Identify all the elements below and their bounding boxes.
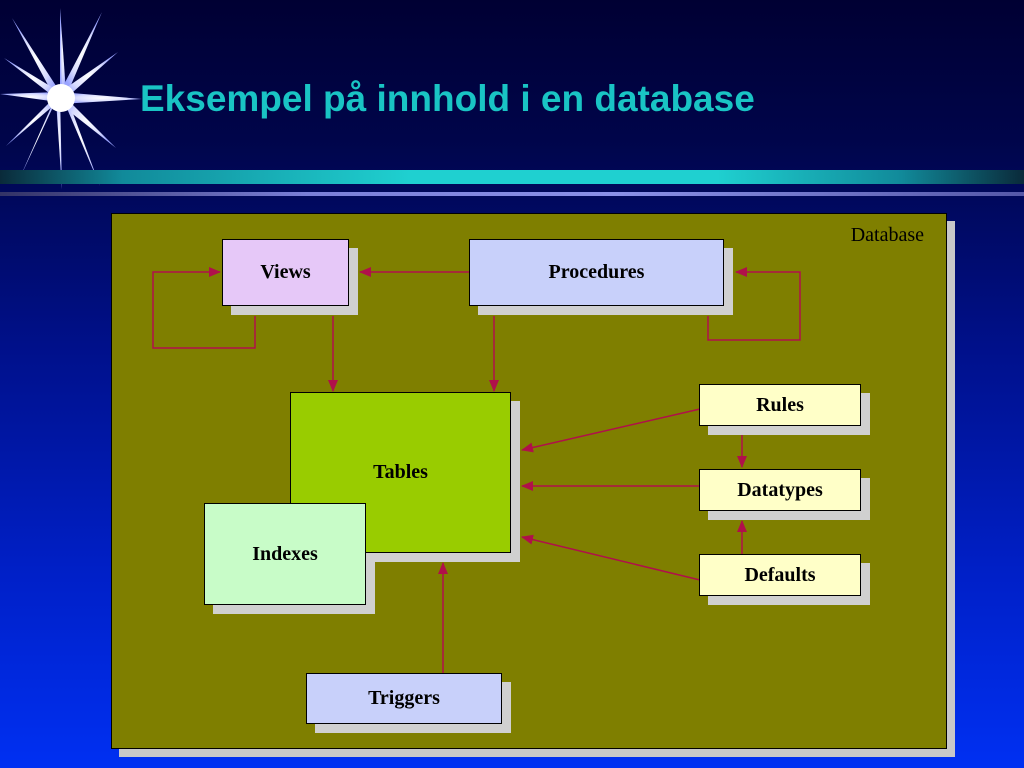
defaults-box: Defaults — [699, 554, 861, 596]
title-divider-thin — [0, 192, 1024, 196]
arrow-rules-to-tables — [521, 408, 701, 453]
indexes-box: Indexes — [204, 503, 366, 605]
title-divider — [0, 170, 1024, 184]
arrow-procedures-self-loop — [707, 267, 801, 341]
views-box: Views — [222, 239, 349, 306]
arrow-views-self-loop — [152, 267, 256, 349]
datatypes-box: Datatypes — [699, 469, 861, 511]
rules-box: Rules — [699, 384, 861, 426]
database-label: Database — [850, 224, 924, 246]
star-burst-decoration — [0, 8, 142, 190]
procedures-box: Procedures — [469, 239, 724, 306]
slide-title: Eksempel på innhold i en database — [140, 78, 755, 119]
arrow-defaults-to-tables — [521, 534, 701, 581]
triggers-box: Triggers — [306, 673, 502, 724]
